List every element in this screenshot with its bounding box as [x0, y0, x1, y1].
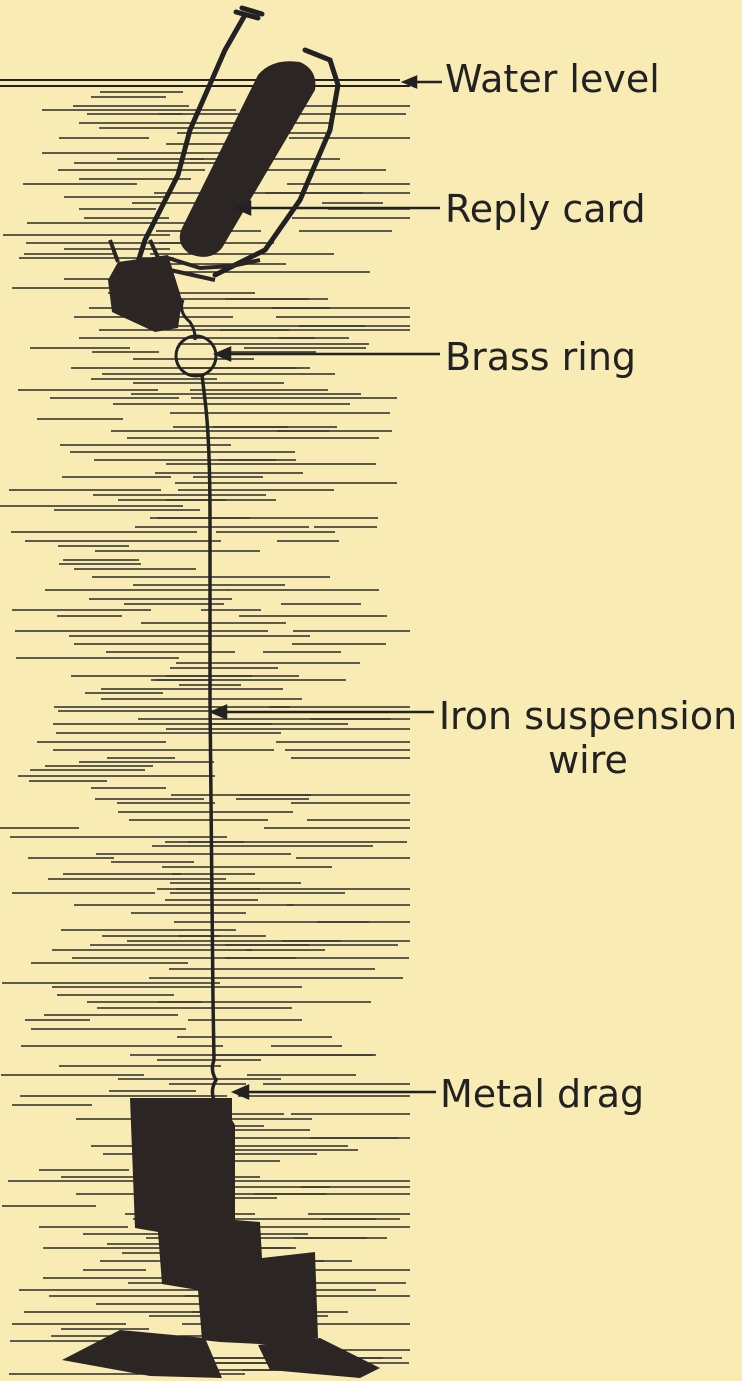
water-hatching	[0, 91, 410, 1375]
ring-connector	[180, 299, 197, 341]
reply-card-roll	[179, 61, 316, 257]
water-surface-line	[0, 79, 410, 87]
drift-bottle	[135, 5, 341, 278]
brass-ring-label: Brass ring	[445, 335, 637, 379]
metal-drag-label: Metal drag	[440, 1072, 645, 1116]
reply-card-label: Reply card	[445, 187, 646, 231]
metal-drag	[62, 1098, 380, 1378]
iron-suspension-wire-label: Iron suspension wire	[438, 694, 738, 782]
label-pointers	[208, 75, 442, 1100]
iron-wire-label-line2: wire	[548, 737, 628, 782]
iron-wire-label-line1: Iron suspension	[438, 694, 738, 738]
water-level-label: Water level	[445, 57, 660, 101]
bottle-cap	[108, 239, 261, 332]
brass-ring	[174, 334, 218, 378]
iron-suspension-wire	[200, 374, 219, 1101]
